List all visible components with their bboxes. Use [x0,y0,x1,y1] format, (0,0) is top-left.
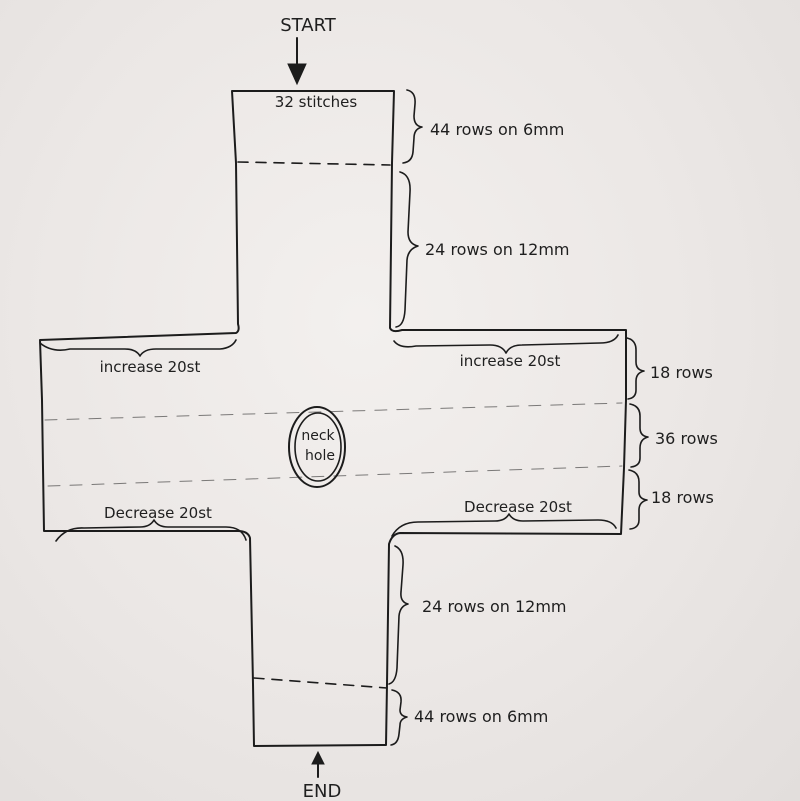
body-bottom-label: 18 rows [651,488,714,507]
neck-label-line2: hole [305,448,335,464]
decrease-left-label: Decrease 20st [104,504,212,522]
increase-right-label: increase 20st [460,352,561,370]
neck-hole: neck hole [288,406,346,488]
top-stitch-count: 32 stitches [275,93,358,111]
bottom-cuff-label: 44 rows on 6mm [414,707,548,726]
decrease-right-label: Decrease 20st [464,498,572,516]
garment-outline [39,90,627,747]
end-arrow-icon [311,750,325,778]
brace-bottom-cuff [390,689,408,746]
body-top-label: 18 rows [650,363,713,382]
brace-body-top [626,337,645,400]
brace-top-cuff [402,89,423,164]
neck-label-line1: neck [301,428,335,444]
top-cuff-label: 44 rows on 6mm [430,120,564,139]
top-arm-label: 24 rows on 12mm [425,240,570,259]
start-arrow-icon [287,37,307,86]
body-lower-dashed-line [47,465,623,487]
brace-increase-left [39,339,237,357]
start-label: START [280,15,337,36]
brace-body-middle [629,403,649,468]
brace-top-arm [395,171,419,328]
brace-increase-right [393,334,619,354]
brace-decrease-left [55,519,247,542]
bottom-arm-label: 24 rows on 12mm [422,597,567,616]
brace-bottom-arm [388,545,409,685]
bottom-needle-change-line [253,677,388,689]
brace-decrease-right [391,513,617,537]
top-needle-change-line [237,161,391,166]
body-middle-label: 36 rows [655,429,718,448]
brace-body-bottom [628,469,648,530]
increase-left-label: increase 20st [100,358,201,376]
body-upper-dashed-line [44,402,623,421]
end-label: END [303,781,342,801]
